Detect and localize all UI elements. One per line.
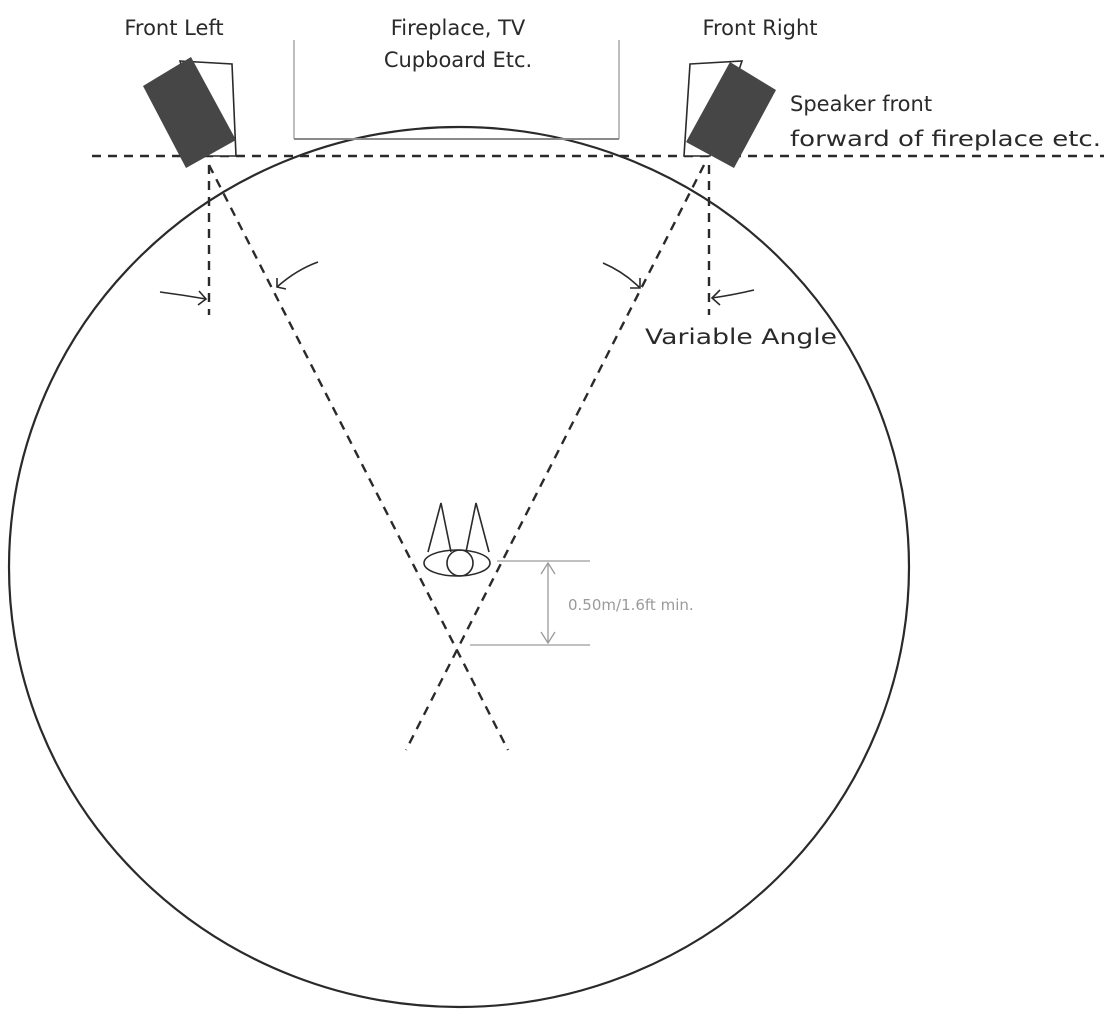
angle-arrow-left-outer bbox=[159, 290, 208, 306]
speaker-note-line-1: Speaker front bbox=[790, 92, 932, 116]
front-left-speaker bbox=[143, 57, 237, 168]
front-left-label: Front Left bbox=[124, 16, 223, 40]
right-speaker-aim-line bbox=[404, 164, 706, 751]
left-speaker-aim-line bbox=[207, 164, 510, 751]
fireplace-area bbox=[293, 40, 620, 140]
angle-arrow-left-inner bbox=[276, 261, 319, 290]
min-distance-dimension bbox=[470, 560, 590, 646]
variable-angle-label: Variable Angle bbox=[645, 325, 837, 349]
speaker-note-line-2: forward of fireplace etc. bbox=[790, 127, 1101, 151]
listening-area-circle bbox=[7, 125, 911, 1009]
min-distance-label: 0.50m/1.6ft min. bbox=[568, 596, 694, 614]
fireplace-label-line-2: Cupboard Etc. bbox=[384, 48, 532, 72]
angle-arrow-right-inner bbox=[602, 262, 641, 289]
angle-arrow-right-outer bbox=[710, 289, 755, 306]
listener-icon bbox=[423, 502, 491, 577]
fireplace-label-line-1: Fireplace, TV bbox=[391, 16, 526, 40]
front-right-label: Front Right bbox=[702, 16, 817, 40]
front-right-speaker bbox=[683, 60, 776, 168]
